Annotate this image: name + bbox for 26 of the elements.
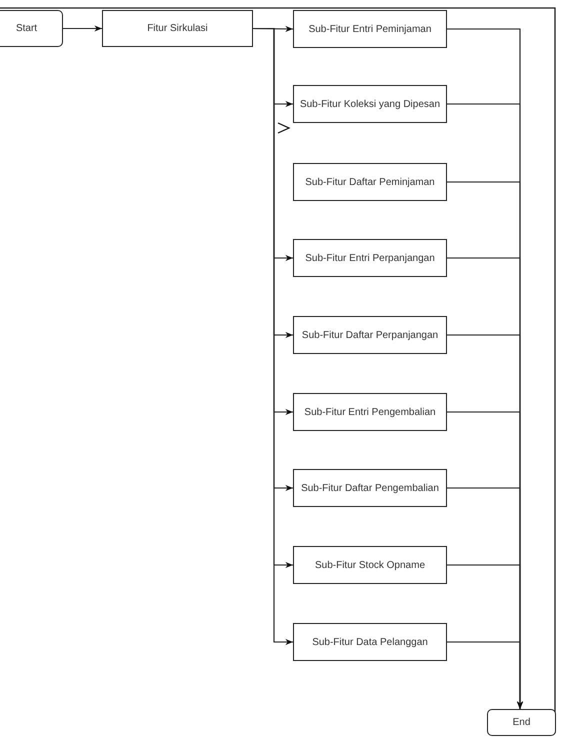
box-label: Sub-Fitur Stock Opname [314, 558, 426, 572]
terminal-box [0, 10, 63, 47]
box-label: Fitur Sirkulasi [147, 22, 208, 35]
box-label: Start [16, 22, 38, 35]
process-box [293, 316, 447, 354]
process-box [293, 623, 447, 661]
process-box [293, 10, 447, 48]
arrow [447, 641, 524, 709]
arrow [63, 25, 102, 32]
process-box [293, 546, 447, 584]
box-label: Sub-Fitur Daftar Peminjaman [305, 176, 435, 188]
box-label: End [512, 716, 530, 729]
process-box [102, 10, 253, 47]
box-label: Sub-Fitur Entri Pengembalian [304, 406, 436, 418]
box-label: Sub-Fitur Data Pelanggan [312, 636, 428, 648]
process-box [293, 163, 447, 201]
process-box [293, 85, 447, 123]
box-label: Sub-Fitur Daftar Perpanjangan [302, 328, 438, 342]
box-label: Sub-Fitur Koleksi yang Dipesan [300, 98, 440, 110]
terminal-box [487, 709, 556, 736]
process-box [293, 393, 447, 431]
process-box [293, 469, 447, 507]
box-label: Sub-Fitur Daftar Pengembalian [301, 482, 439, 494]
process-box [293, 239, 447, 277]
box-label: Sub-Fitur Entri Perpanjangan [305, 252, 435, 264]
box-label: Sub-Fitur Entri Peminjaman [308, 22, 432, 36]
